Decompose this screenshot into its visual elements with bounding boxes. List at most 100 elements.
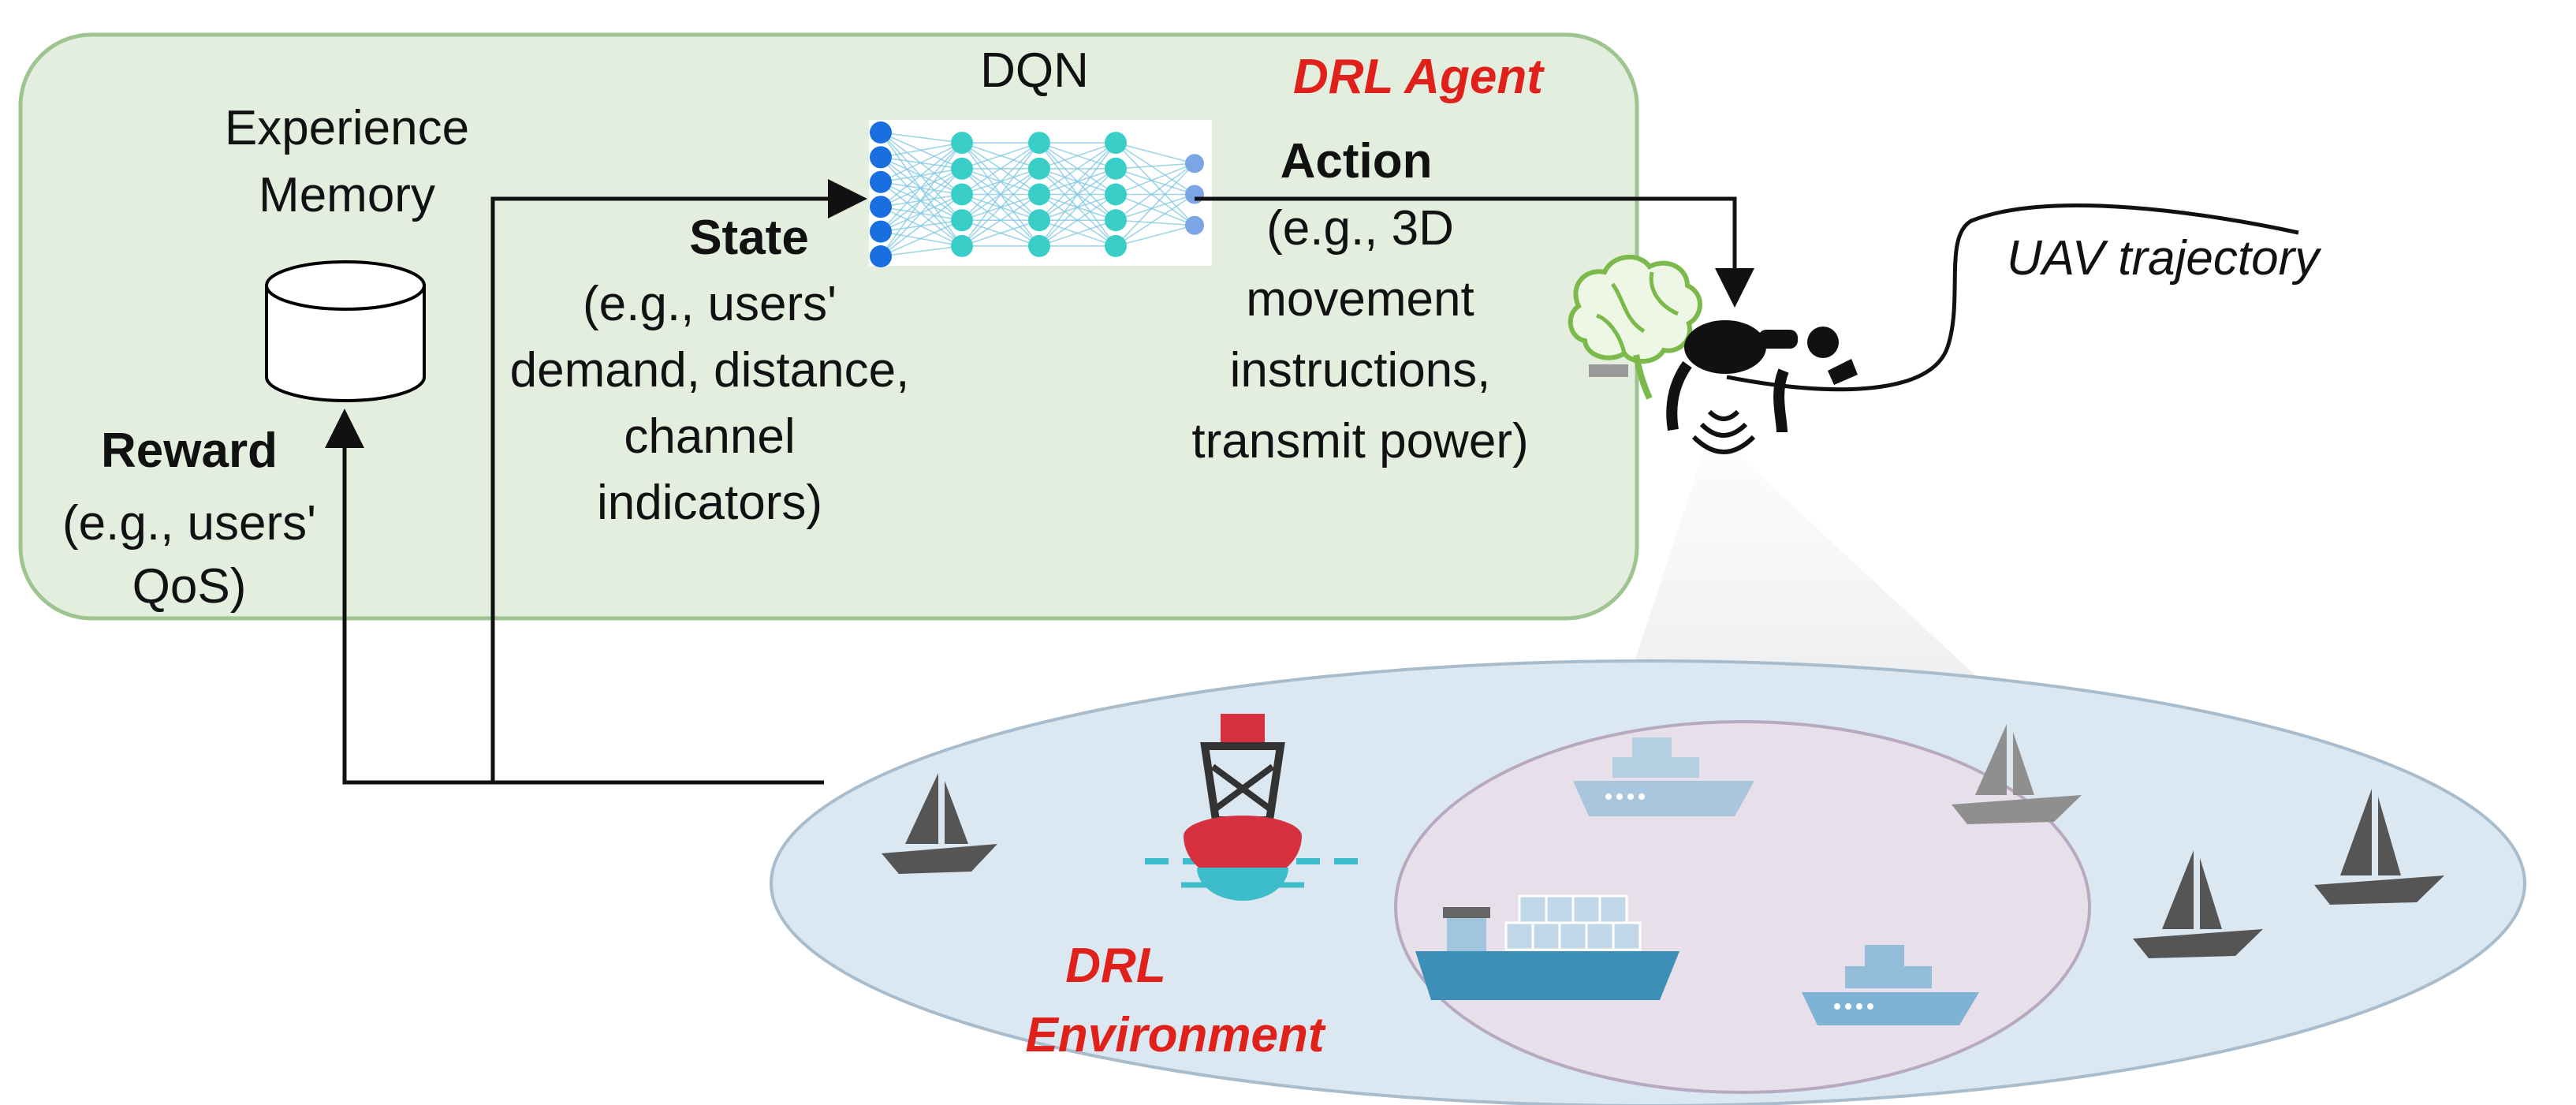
signal-waves-icon	[1691, 409, 1756, 454]
action-arrow	[1195, 196, 1754, 308]
reward-arrow	[325, 409, 493, 785]
dqn-node	[870, 146, 892, 169]
experience-memory-database-icon	[265, 260, 426, 402]
dqn-node	[1105, 209, 1127, 232]
reward-heading: Reward	[101, 424, 278, 478]
dqn-edge	[961, 142, 1040, 247]
dqn-node	[951, 183, 973, 206]
action-line-3: instructions,	[1230, 343, 1491, 398]
memory-label-line2: Memory	[259, 168, 435, 222]
buoy-icon	[1145, 714, 1364, 901]
action-line-2: movement	[1246, 272, 1474, 327]
dqn-edge	[1115, 162, 1195, 170]
dqn-edge	[961, 142, 1040, 170]
brain-icon	[1568, 255, 1702, 400]
dqn-node	[951, 132, 973, 155]
dqn-edge	[1115, 162, 1195, 247]
drl-agent-title: DRL Agent	[1293, 50, 1545, 104]
uav-trajectory-label: UAV trajectory	[2007, 231, 2322, 286]
dqn-edge	[880, 142, 963, 257]
dqn-node	[951, 209, 973, 232]
dqn-label: DQN	[980, 43, 1089, 98]
sailboat-icon	[1952, 724, 2082, 824]
dqn-node	[1105, 183, 1127, 206]
dqn-edge	[1115, 162, 1195, 196]
dqn-edge	[880, 142, 963, 233]
dqn-edge	[880, 142, 963, 207]
dqn-node	[870, 245, 892, 267]
dqn-edge	[880, 142, 963, 183]
dqn-edge	[1115, 142, 1195, 196]
dqn-edge	[1038, 142, 1117, 221]
dqn-edge	[1038, 193, 1117, 247]
dqn-edge	[1115, 219, 1195, 226]
dqn-node	[1028, 183, 1050, 206]
environment-label-line1: DRL	[1065, 939, 1165, 993]
uav-trajectory-curve	[1726, 203, 2299, 392]
dqn-edge	[1115, 168, 1195, 196]
reward-line-1: (e.g., users'	[62, 496, 316, 551]
dqn-edge	[1038, 219, 1117, 247]
cruise-ship-icon	[1802, 945, 1979, 1025]
action-line-4: transmit power)	[1191, 414, 1528, 469]
dqn-edge	[961, 142, 1040, 221]
action-line-1: (e.g., 3D	[1266, 201, 1454, 256]
dqn-edge	[1115, 168, 1195, 226]
dqn-edge	[1115, 224, 1195, 247]
state-line-3: channel	[624, 409, 795, 464]
dqn-node	[870, 220, 892, 243]
state-line-2: demand, distance,	[510, 343, 910, 398]
dqn-edges	[880, 132, 1195, 257]
dqn-edge	[961, 168, 1040, 247]
dqn-node	[1105, 132, 1127, 155]
state-arrow	[490, 179, 867, 785]
dqn-node	[870, 170, 892, 193]
sailboat-icon	[2314, 789, 2444, 905]
dqn-edge	[880, 168, 963, 257]
dqn-node	[1105, 157, 1127, 180]
dqn-edge	[961, 193, 1040, 247]
dqn-node	[1105, 234, 1127, 257]
dqn-edge	[1038, 142, 1117, 247]
dqn-edge	[880, 193, 963, 257]
sailboat-icon	[882, 773, 997, 874]
dqn-node	[1028, 132, 1050, 155]
dqn-edge	[880, 245, 963, 257]
dqn-edge	[1115, 162, 1195, 221]
dqn-node	[951, 234, 973, 257]
dqn-node	[870, 121, 892, 144]
cruise-ship-icon	[1573, 737, 1754, 816]
dqn-edge	[1115, 193, 1195, 226]
dqn-edge	[1115, 193, 1195, 247]
container-ship-icon	[1415, 894, 1679, 1000]
dqn-edge	[1038, 142, 1117, 196]
dqn-node	[1185, 185, 1204, 204]
sailboat-icon	[2133, 850, 2263, 958]
dqn-node	[951, 157, 973, 180]
dqn-edge	[961, 142, 1040, 196]
dqn-edge	[1115, 142, 1195, 226]
uav-drone-icon	[1589, 320, 1858, 433]
dqn-node	[1028, 209, 1050, 232]
dqn-node	[1028, 234, 1050, 257]
dqn-edge	[1115, 142, 1195, 165]
state-heading: State	[689, 211, 809, 265]
dqn-edge	[1038, 142, 1117, 170]
dqn-node	[1185, 154, 1204, 174]
dqn-node	[1185, 215, 1204, 235]
state-line-1: (e.g., users'	[583, 277, 837, 331]
reward-line-2: QoS)	[132, 559, 247, 614]
dqn-node	[1028, 157, 1050, 180]
dqn-edge	[1115, 193, 1195, 221]
action-heading: Action	[1281, 134, 1433, 189]
environment-label-line2: Environment	[1026, 1008, 1326, 1062]
dqn-edge	[961, 219, 1040, 247]
dqn-nodes	[870, 121, 1204, 267]
dqn-edge	[880, 132, 963, 144]
dqn-edge	[880, 219, 963, 257]
memory-label-line1: Experience	[225, 101, 469, 155]
dqn-edge	[1038, 168, 1117, 247]
state-line-4: indicators)	[597, 476, 822, 530]
dqn-edge	[880, 142, 963, 159]
